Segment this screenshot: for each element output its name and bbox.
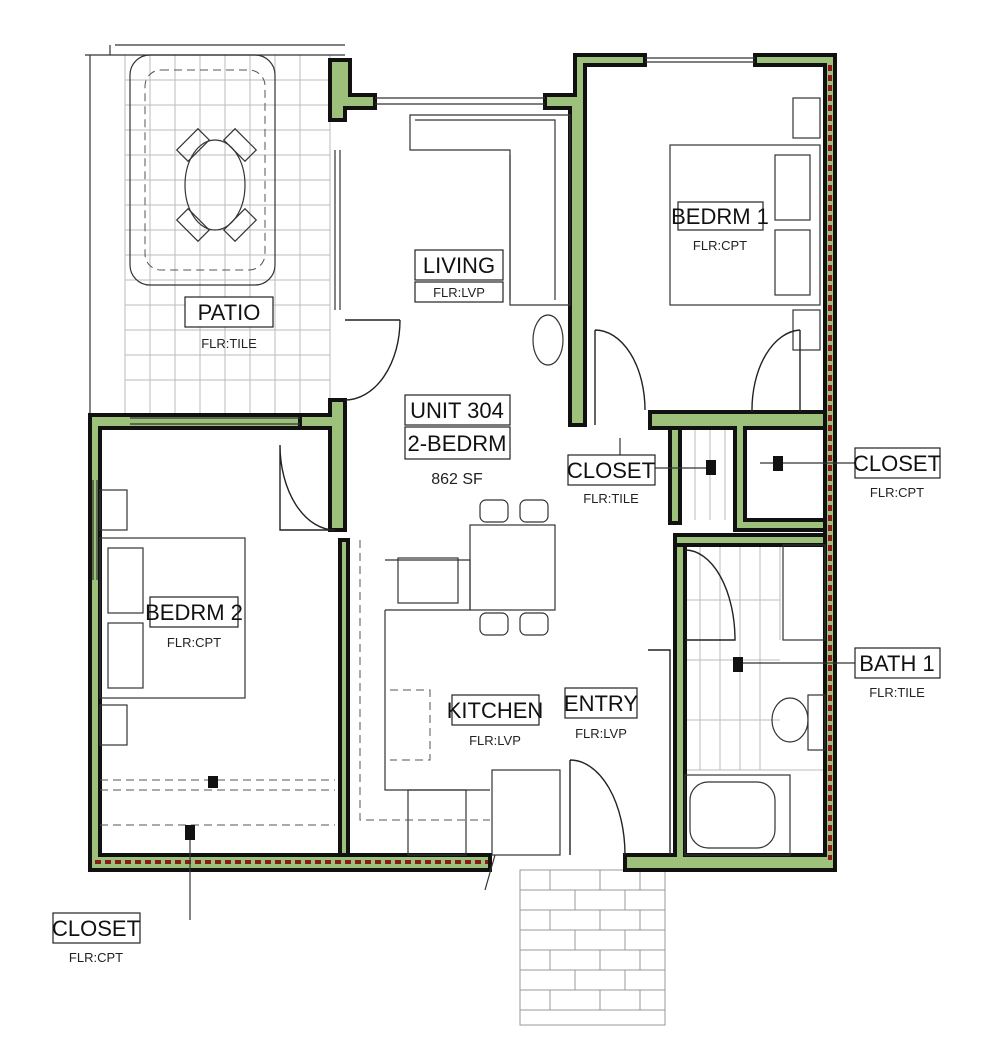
svg-text:UNIT 304: UNIT 304 <box>410 398 504 423</box>
svg-text:FLR:LVP: FLR:LVP <box>469 733 521 748</box>
label-closet-bed2: CLOSET FLR:CPT <box>52 912 141 965</box>
rated-wall-hatch <box>95 65 832 864</box>
svg-text:BATH 1: BATH 1 <box>859 651 934 676</box>
label-patio: PATIO FLR:TILE <box>184 296 274 351</box>
label-bedroom2: BEDRM 2 FLR:CPT <box>145 596 243 650</box>
doors <box>279 319 801 856</box>
label-unit: UNIT 304 2-BEDRM 862 SF <box>404 394 511 488</box>
svg-text:FLR:TILE: FLR:TILE <box>869 685 925 700</box>
dining-table <box>469 499 556 636</box>
kitchen-fixtures <box>359 540 561 856</box>
patio-tile-grid <box>124 54 331 416</box>
svg-text:FLR:CPT: FLR:CPT <box>870 485 924 500</box>
svg-text:2-BEDRM: 2-BEDRM <box>407 431 506 456</box>
bath-fixtures <box>684 544 826 856</box>
label-living: LIVING FLR:LVP <box>414 249 504 303</box>
svg-text:FLR:CPT: FLR:CPT <box>167 635 221 650</box>
patio-dining-table <box>175 127 258 243</box>
svg-text:LIVING: LIVING <box>423 253 495 278</box>
svg-text:CLOSET: CLOSET <box>52 916 140 941</box>
bedroom1-bed <box>669 97 821 351</box>
svg-text:BEDRM 2: BEDRM 2 <box>145 600 243 625</box>
svg-text:CLOSET: CLOSET <box>853 451 941 476</box>
svg-text:CLOSET: CLOSET <box>567 458 655 483</box>
svg-text:BEDRM 1: BEDRM 1 <box>671 204 769 229</box>
svg-text:FLR:CPT: FLR:CPT <box>693 238 747 253</box>
svg-text:PATIO: PATIO <box>198 300 261 325</box>
label-bath1: BATH 1 FLR:TILE <box>854 647 941 700</box>
svg-text:862 SF: 862 SF <box>431 471 483 488</box>
label-bedroom1: BEDRM 1 FLR:CPT <box>671 201 769 253</box>
svg-text:FLR:TILE: FLR:TILE <box>201 336 257 351</box>
svg-text:FLR:LVP: FLR:LVP <box>575 726 627 741</box>
bedroom2-bed <box>99 489 335 826</box>
entry-porch <box>519 869 666 1026</box>
svg-text:FLR:TILE: FLR:TILE <box>583 491 639 506</box>
svg-text:KITCHEN: KITCHEN <box>447 698 544 723</box>
bath-tile-lines <box>685 545 825 771</box>
svg-text:ENTRY: ENTRY <box>564 691 638 716</box>
walls <box>88 53 837 872</box>
label-closet-bed1: CLOSET FLR:CPT <box>853 447 941 500</box>
label-closet-hall: CLOSET FLR:TILE <box>567 454 656 506</box>
label-entry: ENTRY FLR:LVP <box>564 687 638 741</box>
label-kitchen: KITCHEN FLR:LVP <box>447 694 544 748</box>
living-sofa <box>409 114 571 366</box>
svg-text:FLR:LVP: FLR:LVP <box>433 285 485 300</box>
svg-text:FLR:CPT: FLR:CPT <box>69 950 123 965</box>
